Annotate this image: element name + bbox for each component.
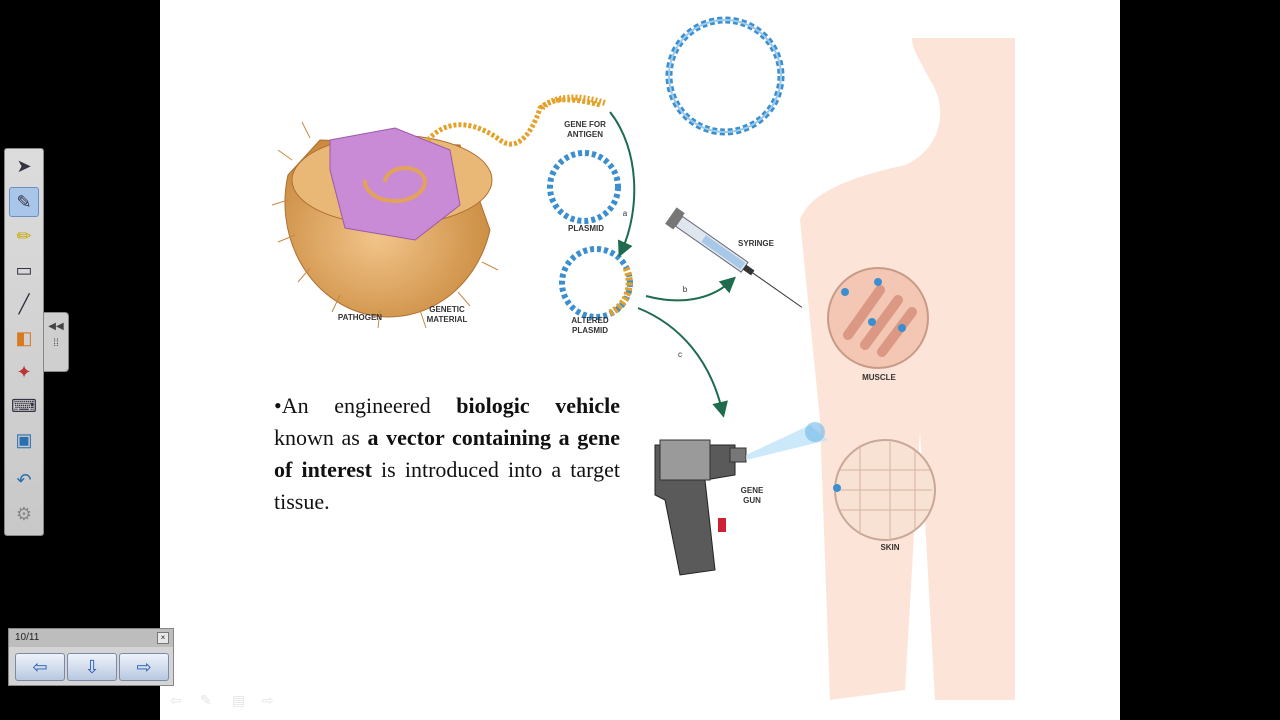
eraser-icon[interactable]: ▭ <box>15 259 33 280</box>
body-text-bold-vector: a vector containing a gene of interest <box>274 425 621 482</box>
label-muscle: MUSCLE <box>862 373 896 382</box>
gene-delivery-illustration <box>271 16 1015 700</box>
faint-prev-icon[interactable]: ⇦ <box>170 692 182 708</box>
label-arrow-b: b <box>682 285 688 294</box>
page-counter: 10/11 <box>15 632 40 643</box>
nav-header: 10/11 × <box>9 629 173 647</box>
collapse-left-icon: ◀◀ <box>48 321 64 332</box>
next-page-button[interactable]: ⇨ <box>119 653 169 681</box>
highlighter-icon[interactable]: ✏ <box>16 225 32 246</box>
label-gene-gun: GENE GUN <box>740 486 764 505</box>
label-plasmid: PLASMID <box>568 224 604 233</box>
line-icon[interactable]: ╱ <box>18 293 30 314</box>
body-text-bullet: •An engineered <box>274 393 457 418</box>
label-arrow-c: c <box>678 350 682 359</box>
annotation-toolbar: ➤ ✎ ✏ ▭ ╱ ◧ ✦ ⌨ ▣ ↶ ⚙ <box>4 148 44 536</box>
body-text-bold-vehicle: biologic vehicle <box>456 393 620 418</box>
body-text-end: is introduced into a target tissue. <box>274 457 620 514</box>
body-text: •An engineered biologic vehicle known as… <box>274 390 620 518</box>
menu-icon: ⇩ <box>84 656 100 677</box>
plasmid <box>547 150 621 224</box>
muscle-inset <box>827 267 929 369</box>
syringe-illustration <box>665 207 803 308</box>
gene-strand <box>426 97 601 147</box>
label-skin: SKIN <box>880 543 900 552</box>
body-text-mid: known as <box>274 425 368 450</box>
label-gene-for-antigen: GENE FOR ANTIGEN <box>564 120 606 139</box>
page-navigator: 10/11 × ⇦ ⇩ ⇨ <box>8 628 174 686</box>
label-arrow-a: a <box>622 209 628 218</box>
grip-icon: ⁞⁞ <box>53 338 59 349</box>
pathogen-illustration <box>271 121 499 329</box>
page-menu-button[interactable]: ⇩ <box>67 653 117 681</box>
magic-pen-icon[interactable]: ✦ <box>16 361 32 382</box>
next-arrow-icon: ⇨ <box>136 656 152 677</box>
human-body-silhouette <box>800 38 1015 700</box>
notes-icon[interactable]: ▣ <box>15 429 33 450</box>
select-arrow-icon[interactable]: ➤ <box>16 155 32 176</box>
faint-pen-icon[interactable]: ✎ <box>200 692 212 708</box>
label-genetic-material: GENETIC MATERIAL <box>426 305 468 324</box>
faint-next-icon[interactable]: ⇨ <box>262 692 274 708</box>
toolbar-collapse-handle[interactable]: ◀◀ ⁞⁞ <box>43 312 69 372</box>
undo-icon[interactable]: ↶ <box>16 469 32 490</box>
shapes-icon[interactable]: ◧ <box>15 327 33 348</box>
gene-gun-illustration <box>654 422 828 576</box>
label-pathogen: PATHOGEN <box>337 313 383 322</box>
previous-arrow-icon: ⇦ <box>32 656 48 677</box>
slide: PATHOGEN GENETIC MATERIAL GENE FOR ANTIG… <box>160 0 1120 720</box>
close-icon[interactable]: × <box>157 632 169 644</box>
settings-icon[interactable]: ⚙ <box>15 503 33 524</box>
label-syringe: SYRINGE <box>737 239 774 248</box>
keyboard-icon[interactable]: ⌨ <box>11 395 37 416</box>
label-altered-plasmid: ALTERED PLASMID <box>571 316 609 335</box>
faint-menu-icon[interactable]: ▤ <box>232 692 246 708</box>
previous-page-button[interactable]: ⇦ <box>15 653 65 681</box>
pen-icon[interactable]: ✎ <box>9 187 39 217</box>
